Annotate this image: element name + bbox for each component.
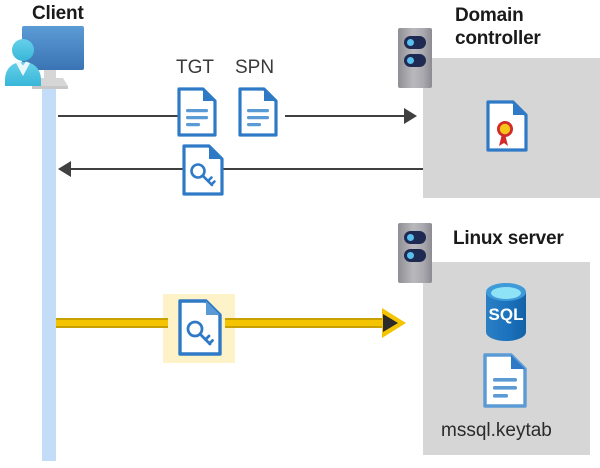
sql-database-icon: SQL xyxy=(478,281,534,343)
tgt-document-icon xyxy=(177,87,217,137)
certificate-document-icon xyxy=(486,100,528,152)
response-line-segment-right xyxy=(223,168,423,170)
linux-server-server-rack-icon xyxy=(398,223,432,283)
request-line-segment-left xyxy=(58,115,190,117)
service-ticket-arrowhead-inner xyxy=(383,314,398,332)
spn-label: SPN xyxy=(235,57,275,78)
service-ticket-key-document-icon-response xyxy=(182,144,224,196)
service-ticket-line-right xyxy=(225,318,385,328)
keytab-document-icon xyxy=(483,353,527,408)
spn-document-icon xyxy=(238,87,278,137)
domain-controller-title-line2: controller xyxy=(455,28,541,49)
linux-server-title: Linux server xyxy=(453,228,564,249)
request-arrowhead xyxy=(404,108,417,124)
service-ticket-line-left xyxy=(56,318,168,328)
request-line-segment-right xyxy=(285,115,404,117)
client-workstation-icon xyxy=(4,22,94,94)
client-title: Client xyxy=(32,3,84,24)
domain-controller-server-rack-icon xyxy=(398,28,432,88)
response-arrowhead xyxy=(58,161,71,177)
tgt-label: TGT xyxy=(176,57,214,78)
response-line-segment-left xyxy=(70,168,184,170)
domain-controller-title-line1: Domain xyxy=(455,5,524,26)
service-ticket-key-document-icon xyxy=(178,299,222,356)
keytab-file-label: mssql.keytab xyxy=(441,420,552,441)
sql-database-label: SQL xyxy=(489,305,524,324)
client-lifeline xyxy=(42,78,56,461)
